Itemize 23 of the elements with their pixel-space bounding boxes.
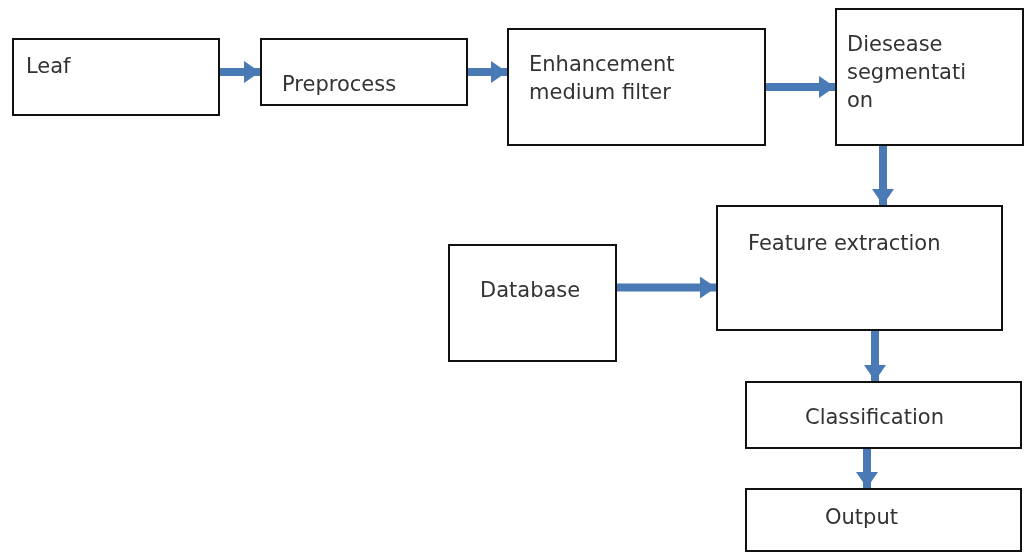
- box-label: Database: [480, 277, 581, 304]
- process-box: [745, 381, 1022, 449]
- box-label: Enhancement medium filter: [529, 51, 676, 106]
- box-label: Preprocess: [282, 71, 397, 98]
- process-box: [716, 205, 1003, 331]
- process-box: [448, 244, 617, 362]
- box-label: Leaf: [26, 53, 71, 80]
- arrow: [766, 76, 835, 98]
- box-label: Diesease segmentati on: [847, 31, 968, 114]
- arrow: [856, 449, 878, 488]
- process-box: [12, 38, 220, 116]
- process-box: [745, 488, 1022, 552]
- process-box: [507, 28, 766, 146]
- box-label: Classification: [805, 404, 944, 431]
- process-box: [260, 38, 468, 106]
- arrow: [864, 331, 886, 381]
- box-label: Feature extraction: [748, 230, 941, 257]
- arrow: [617, 276, 716, 299]
- arrow: [468, 61, 507, 83]
- arrow: [872, 146, 894, 205]
- arrow: [220, 61, 260, 83]
- process-box: [835, 8, 1024, 146]
- box-label: Output: [825, 504, 898, 531]
